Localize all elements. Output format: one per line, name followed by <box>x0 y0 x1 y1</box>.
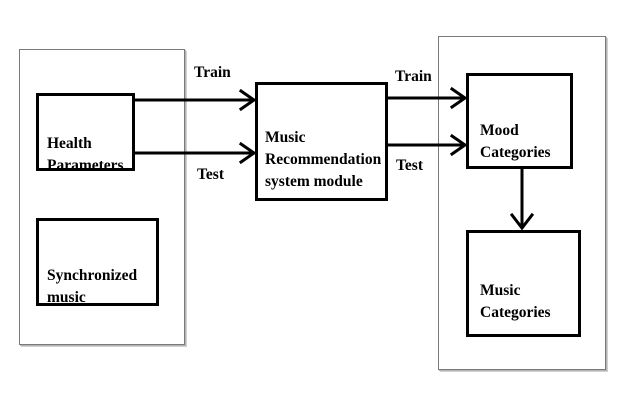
synchronized-music-label: Synchronized music <box>47 267 138 306</box>
test-arrowhead-right <box>449 133 468 157</box>
recommendation-module-box: Music Recommendation system module <box>255 82 388 201</box>
music-categories-box: Music Categories <box>466 230 581 337</box>
train-label-right: Train <box>395 68 432 85</box>
health-parameters-box: Health Parameters <box>36 93 135 174</box>
output-group <box>438 36 606 370</box>
synchronized-music-box: Synchronized music <box>36 218 159 306</box>
test-label-right: Test <box>396 157 423 174</box>
music-categories-label: Music Categories <box>480 282 551 321</box>
test-label-left: Test <box>197 166 224 183</box>
recommendation-module-label: Music Recommendation system module <box>265 129 382 190</box>
mood-categories-label: Mood Categories <box>480 122 551 161</box>
test-arrowhead-left <box>238 141 257 165</box>
input-group <box>19 49 185 345</box>
train-label-left: Train <box>194 64 231 81</box>
train-arrowhead-left <box>238 88 257 112</box>
mood-categories-box: Mood Categories <box>466 73 573 169</box>
down-arrowhead <box>509 212 535 231</box>
train-arrowhead-right <box>449 86 468 110</box>
health-parameters-label: Health Parameters <box>47 135 124 174</box>
